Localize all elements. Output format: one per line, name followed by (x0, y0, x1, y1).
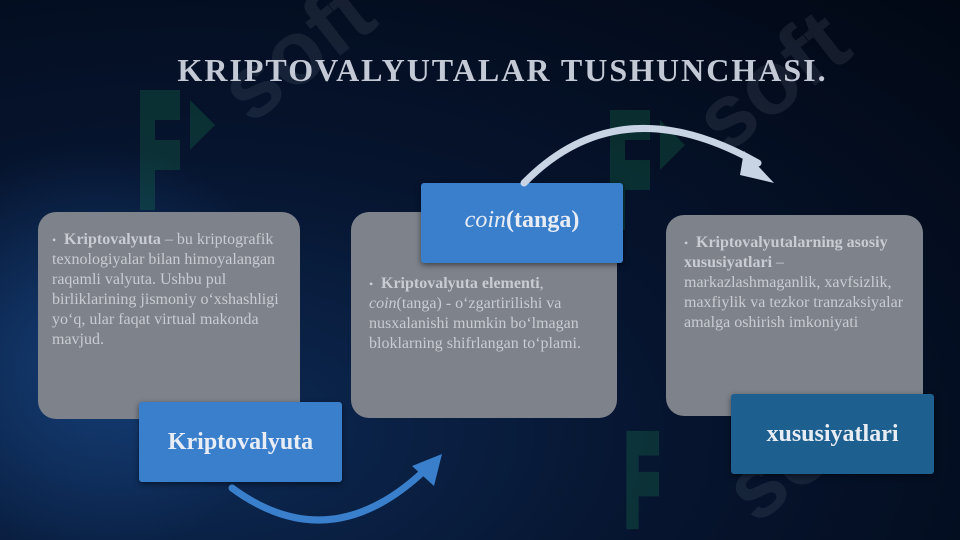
bullet: • (369, 277, 374, 291)
card-properties: •Kriptovalyutalarning asosiy xususiyatla… (666, 215, 923, 416)
label-kriptovalyuta-text: Kriptovalyuta (167, 428, 314, 455)
card-properties-text: •Kriptovalyutalarning asosiy xususiyatla… (684, 233, 909, 333)
card-definition: • Kriptovalyuta – bu kriptografik texnolo… (38, 212, 300, 419)
label-kriptovalyuta: Kriptovalyuta (139, 402, 342, 482)
watermark-logo-icon (140, 90, 215, 210)
label-coin-rest: (tanga) (506, 207, 580, 233)
card-element-italic: coin (369, 295, 397, 312)
label-xususiyatlari-text: xususiyatlari (766, 420, 899, 447)
bullet: • (684, 236, 689, 250)
card-element-text: • Kriptovalyuta elementi, coin(tanga) - o… (369, 274, 603, 354)
label-xususiyatlari: xususiyatlari (731, 394, 934, 474)
card-definition-text: • Kriptovalyuta – bu kriptografik texnolo… (52, 230, 286, 350)
card-definition-bold: Kriptovalyuta (64, 231, 161, 248)
arrow-top-icon (520, 125, 774, 187)
arrow-bottom-icon (228, 454, 442, 524)
watermark-logo-icon (626, 430, 660, 530)
card-properties-bold: Kriptovalyutalarning asosiy xususiyatlar… (684, 234, 888, 271)
slide-title: KRIPTOVALYUTALAR TUSHUNCHASI. (177, 52, 828, 88)
bullet: • (52, 233, 57, 247)
card-definition-rest: – bu kriptografik texnologiyalar bilan h… (52, 231, 279, 348)
label-coin-italic: coin (464, 207, 506, 233)
card-element-rest: (tanga) - o‘zgartirilishi va nusxalanish… (369, 295, 581, 352)
card-element-comma: , (539, 275, 544, 292)
card-element-bold: Kriptovalyuta elementi (381, 275, 540, 292)
label-coin: coin(tanga) (421, 183, 623, 263)
card-properties-rest: – markazlashmaganlik, xavfsizlik, maxfiy… (684, 254, 904, 331)
